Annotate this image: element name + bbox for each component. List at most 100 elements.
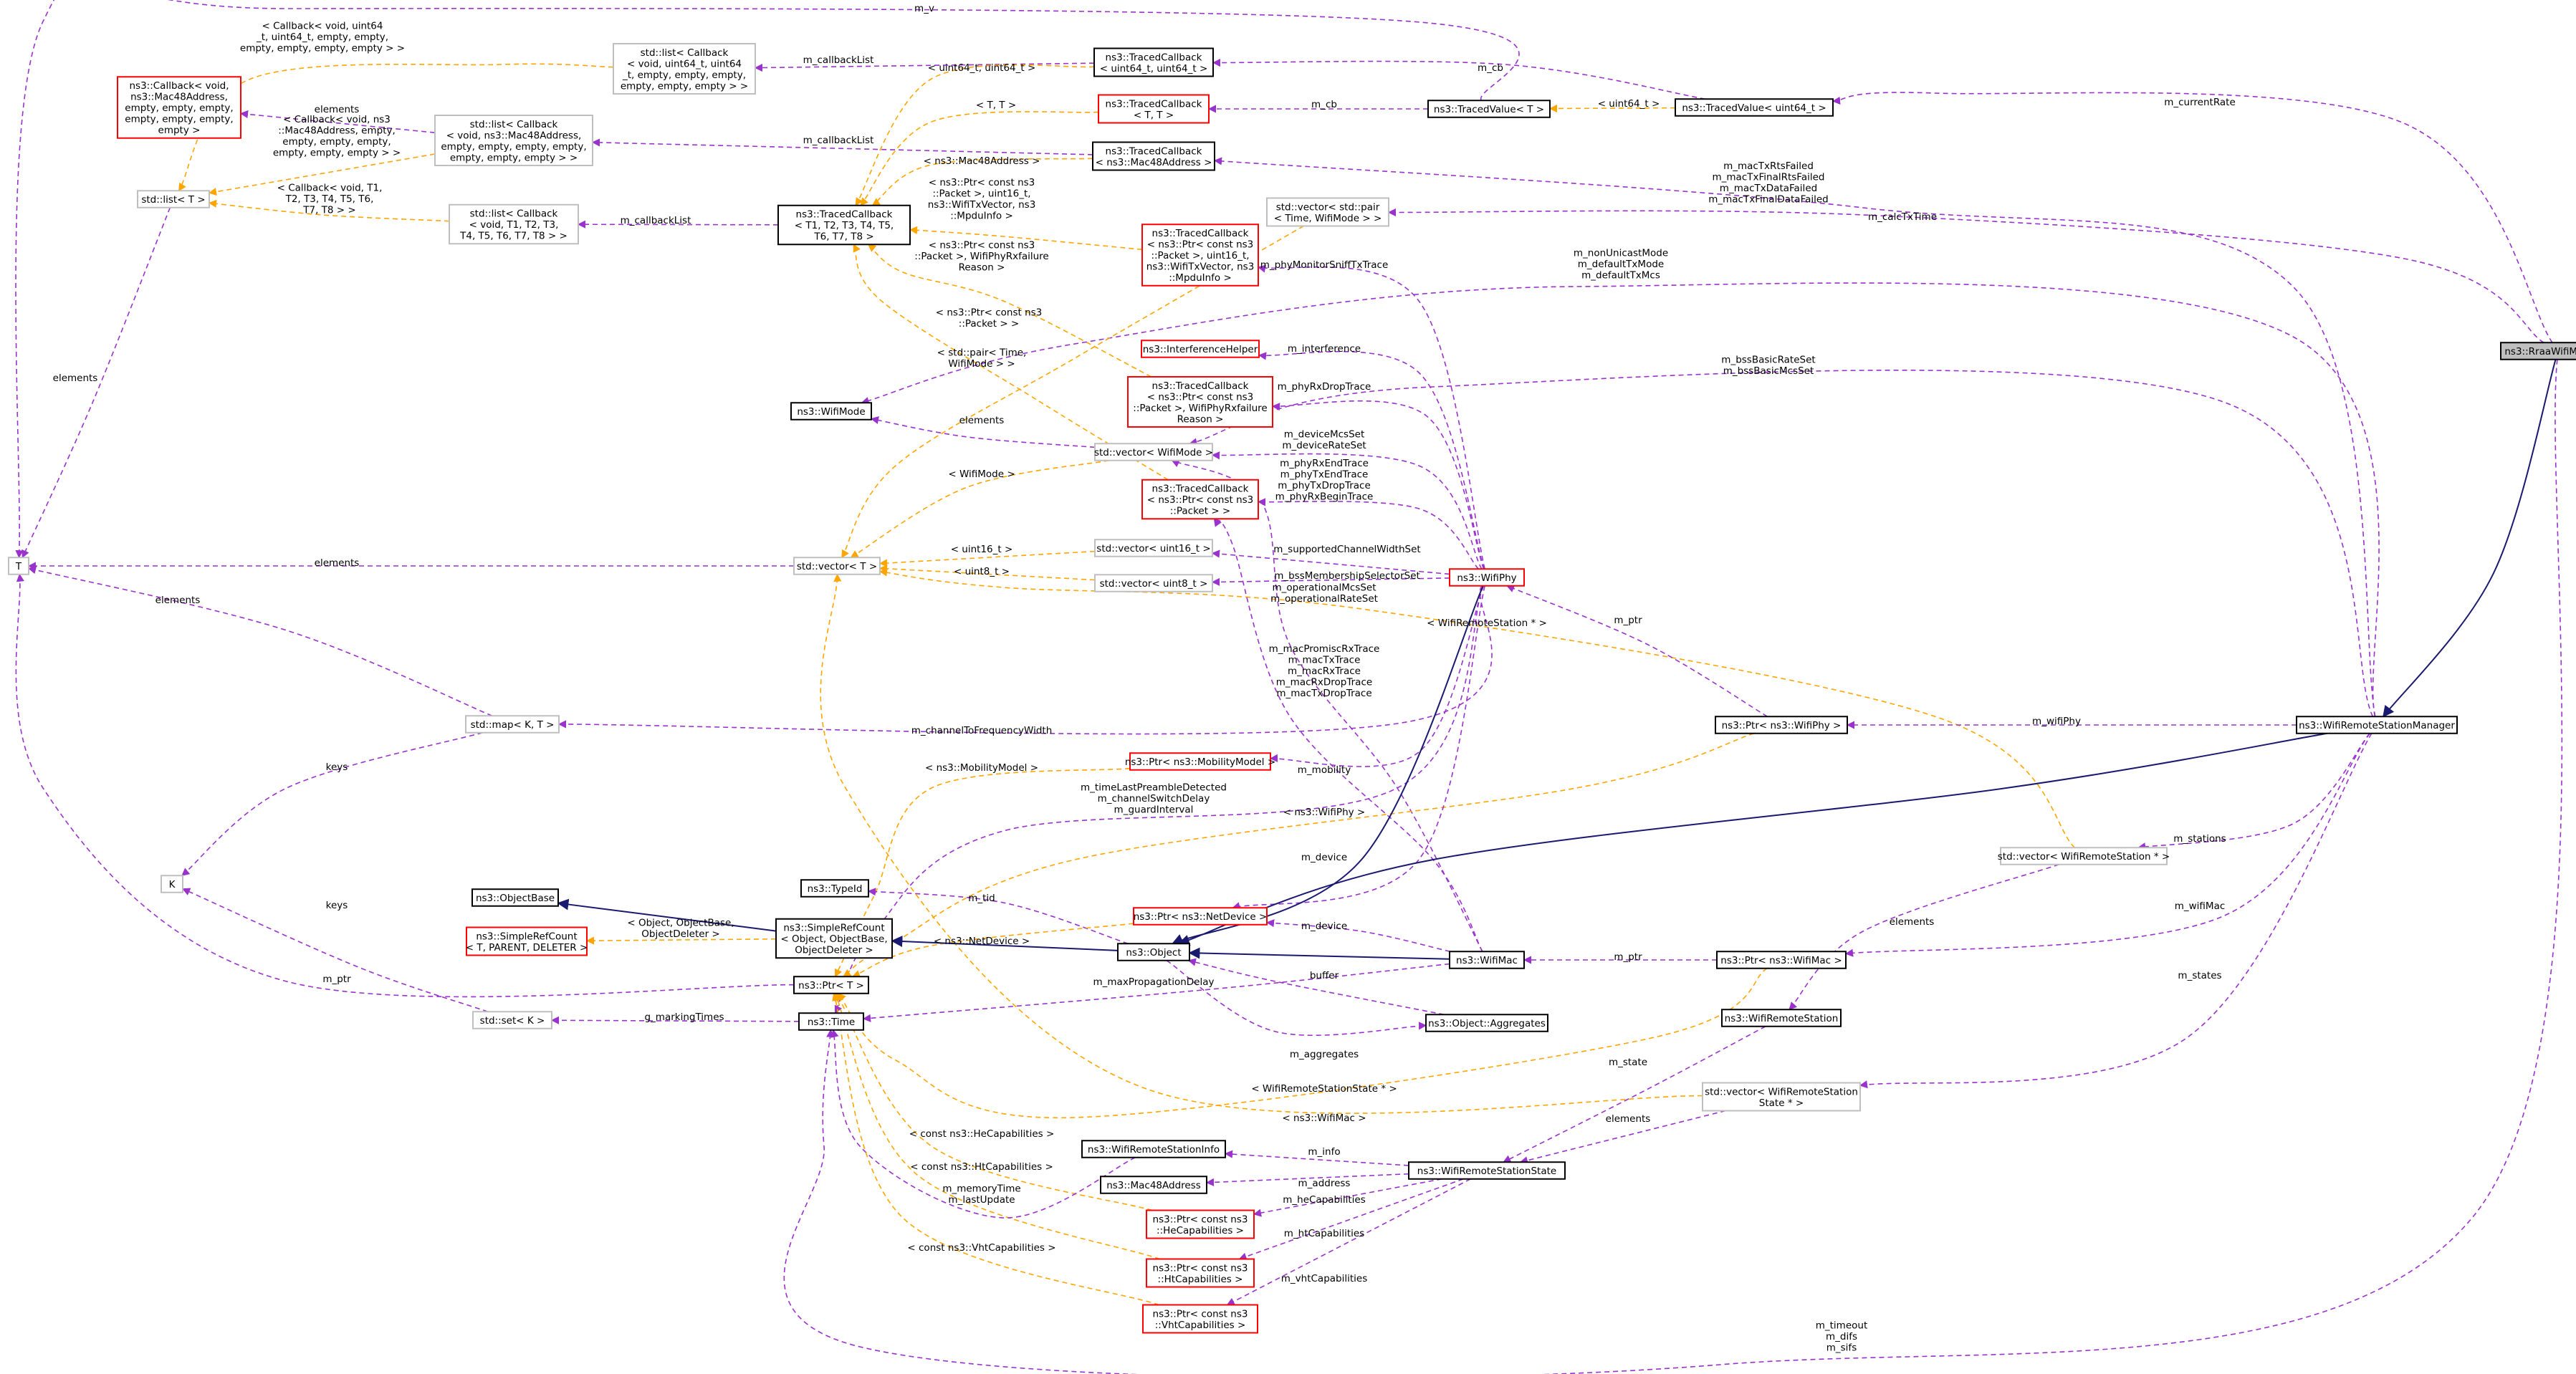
node-tvU64[interactable]: ns3::TracedValue< uint64_t >: [1675, 98, 1834, 117]
node-vecU8[interactable]: std::vector< uint8_t >: [1094, 574, 1213, 592]
node-tcbTT[interactable]: ns3::TracedCallback< T, T >: [1098, 94, 1210, 124]
node-T[interactable]: T: [8, 557, 29, 575]
node-ptrMobility[interactable]: ns3::Ptr< ns3::MobilityModel >: [1125, 752, 1275, 771]
node-simpleRefCountT[interactable]: ns3::SimpleRefCount< T, PARENT, DELETER …: [466, 926, 588, 956]
edge-label-e_chanFreq: m_channelToFrequencyWidth: [911, 725, 1053, 736]
node-listMac[interactable]: std::list< Callback< void, ns3::Mac48Add…: [434, 115, 593, 166]
node-typeId[interactable]: ns3::TypeId: [800, 879, 869, 898]
node-wrsm[interactable]: ns3::WifiRemoteStationManager: [2296, 716, 2458, 734]
node-ptrWifiMac[interactable]: ns3::Ptr< ns3::WifiMac >: [1716, 951, 1847, 969]
edge-label-e_suppChan: m_supportedChannelWidthSet: [1273, 544, 1420, 555]
node-tcbPkt3[interactable]: ns3::TracedCallback< ns3::Ptr< const ns3…: [1141, 479, 1259, 520]
node-label-line: std::list< Callback: [641, 47, 729, 59]
edge-label-e_tmplPkt1: < ns3::Ptr< const ns3::Packet >, uint16_…: [928, 177, 1036, 222]
node-tcbPkt1[interactable]: ns3::TracedCallback< ns3::Ptr< const ns3…: [1141, 224, 1259, 287]
edge-label-line: m_bssBasicMcsSet: [1723, 365, 1814, 377]
node-listT[interactable]: std::list< T >: [137, 190, 210, 208]
node-tcbPkt2[interactable]: ns3::TracedCallback< ns3::Ptr< const ns3…: [1127, 376, 1273, 428]
node-box: [790, 402, 872, 421]
node-wifiPhy[interactable]: ns3::WifiPhy: [1449, 568, 1525, 587]
node-mac48[interactable]: ns3::Mac48Address: [1100, 1176, 1207, 1194]
usage-edge-wrsState-to-ptrHe: [1253, 1178, 1442, 1217]
edge-label-e_m_cb2: m_cb: [1478, 62, 1503, 74]
edge-label-e_elemListT: elements: [53, 373, 98, 384]
node-ptrHe[interactable]: ns3::Ptr< const ns3::HeCapabilities >: [1146, 1209, 1255, 1239]
edge-label-e_heCap: m_heCapabilities: [1283, 1194, 1366, 1206]
edge-label-e_tmplTT: < T, T >: [976, 100, 1016, 111]
edge-label-e_m_ptr1: m_ptr: [1614, 615, 1642, 626]
edge-label-line: < uint64_t >: [1598, 98, 1660, 110]
node-label: ns3::Ptr< ns3::WifiMac >: [1720, 955, 1842, 966]
node-vecWRS[interactable]: std::vector< WifiRemoteStation * >: [1998, 847, 2170, 865]
template-edge-listMac-to-listT: [208, 153, 436, 196]
node-callbackVoid[interactable]: ns3::Callback< void,ns3::Mac48Address,em…: [117, 76, 241, 139]
edge-label-line: elements: [53, 373, 98, 384]
edge-label-e_state: m_state: [1609, 1057, 1647, 1068]
edge-label-line: m_htCapabilities: [1284, 1228, 1365, 1239]
node-vecPair[interactable]: std::vector< std::pair< Time, WifiMode >…: [1266, 197, 1389, 227]
node-tcbU64[interactable]: ns3::TracedCallback< uint64_t, uint64_t …: [1093, 47, 1214, 77]
node-label-line: ::Packet >, WifiPhyRxfailure: [1133, 403, 1267, 414]
edge-label-line: elements: [315, 557, 360, 569]
node-object[interactable]: ns3::Object: [1117, 943, 1190, 961]
node-interf[interactable]: ns3::InterferenceHelper: [1141, 340, 1260, 358]
edge-label-line: < WifiRemoteStation * >: [1427, 618, 1547, 629]
edge-label-line: m_address: [1298, 1178, 1351, 1189]
node-wrs[interactable]: ns3::WifiRemoteStation: [1721, 1009, 1842, 1027]
edge-label-line: m_timeLastPreambleDetected: [1081, 782, 1227, 794]
node-listU64[interactable]: std::list< Callback< void, uint64_t, uin…: [613, 43, 756, 95]
node-time[interactable]: ns3::Time: [798, 1012, 864, 1031]
node-K[interactable]: K: [161, 875, 183, 893]
node-label-line: ::MpduInfo >: [1169, 272, 1232, 284]
node-box: [1100, 1176, 1207, 1194]
node-ptrHt[interactable]: ns3::Ptr< const ns3::HtCapabilities >: [1146, 1258, 1255, 1288]
edge-label-line: m_heCapabilities: [1283, 1194, 1366, 1206]
node-label: std::vector< uint16_t >: [1096, 543, 1210, 554]
node-label-line: empty, empty, empty, empty,: [441, 141, 586, 153]
node-rraa[interactable]: ns3::RraaWifiManager: [2500, 342, 2576, 360]
template-edge-vecU8-to-vecT: [878, 565, 1096, 581]
node-objectBase[interactable]: ns3::ObjectBase: [471, 888, 559, 907]
edge-label-line: elements: [155, 595, 201, 606]
node-wrsInfo[interactable]: ns3::WifiRemoteStationInfo: [1081, 1140, 1226, 1158]
node-label: ns3::TracedCallback< ns3::Ptr< const ns3…: [1133, 380, 1267, 426]
node-label-line: std::set< K >: [480, 1015, 545, 1027]
edge-label-line: m_v: [914, 3, 934, 14]
template-edge-ptrMobility-to-ptrT: [834, 767, 1131, 978]
node-tvT[interactable]: ns3::TracedValue< T >: [1427, 100, 1551, 118]
node-vecWifiMode[interactable]: std::vector< WifiMode >: [1094, 443, 1213, 461]
node-tcbT1[interactable]: ns3::TracedCallback< T1, T2, T3, T4, T5,…: [777, 204, 911, 246]
template-edge-simpleRefCount-to-simpleRefCountT: [585, 936, 777, 945]
node-label-line: ns3::TracedCallback: [1152, 228, 1249, 239]
node-ptrWifiPhy[interactable]: ns3::Ptr< ns3::WifiPhy >: [1715, 716, 1848, 734]
edge-label-line: ::Packet > >: [959, 318, 1019, 330]
edge-label-line: elements: [959, 415, 1005, 426]
node-wifiMac[interactable]: ns3::WifiMac: [1449, 951, 1525, 969]
edge-label-e_wifiMac: m_wifiMac: [2175, 900, 2226, 912]
edge-label-line: < Callback< void, uint64: [262, 21, 383, 32]
node-wrsState[interactable]: ns3::WifiRemoteStationState: [1408, 1161, 1566, 1180]
node-vecU16[interactable]: std::vector< uint16_t >: [1094, 539, 1213, 557]
node-mapKT[interactable]: std::map< K, T >: [465, 715, 560, 734]
node-ptrVht[interactable]: ns3::Ptr< const ns3::VhtCapabilities >: [1142, 1304, 1258, 1334]
node-label-line: ns3::WifiRemoteStation: [1725, 1013, 1839, 1024]
usage-edge-mapKT-to-K: [181, 731, 483, 876]
node-label: ns3::SimpleRefCount< Object, ObjectBase,…: [780, 923, 887, 956]
node-vecT[interactable]: std::vector< T >: [793, 557, 881, 575]
edge-label-line: m_macTxRtsFailed: [1723, 160, 1814, 172]
node-tcbMac[interactable]: ns3::TracedCallback< ns3::Mac48Address >: [1092, 141, 1215, 171]
node-setK[interactable]: std::set< K >: [472, 1011, 552, 1029]
node-simpleRefCount[interactable]: ns3::SimpleRefCount< Object, ObjectBase,…: [775, 918, 893, 959]
edge-label-line: elements: [315, 104, 360, 115]
node-label: ns3::RraaWifiManager: [2504, 346, 2576, 357]
node-ptrT[interactable]: ns3::Ptr< T >: [793, 976, 869, 994]
node-listT1[interactable]: std::list< Callback< void, T1, T2, T3,T4…: [449, 203, 579, 245]
node-wifiMode[interactable]: ns3::WifiMode: [790, 402, 872, 421]
node-label-line: std::vector< uint8_t >: [1100, 578, 1208, 590]
node-ptrNetDevice[interactable]: ns3::Ptr< ns3::NetDevice >: [1133, 907, 1268, 926]
node-label: ns3::Ptr< T >: [798, 980, 864, 991]
node-box: [1117, 943, 1190, 961]
node-aggregates[interactable]: ns3::Object::Aggregates: [1425, 1014, 1548, 1032]
